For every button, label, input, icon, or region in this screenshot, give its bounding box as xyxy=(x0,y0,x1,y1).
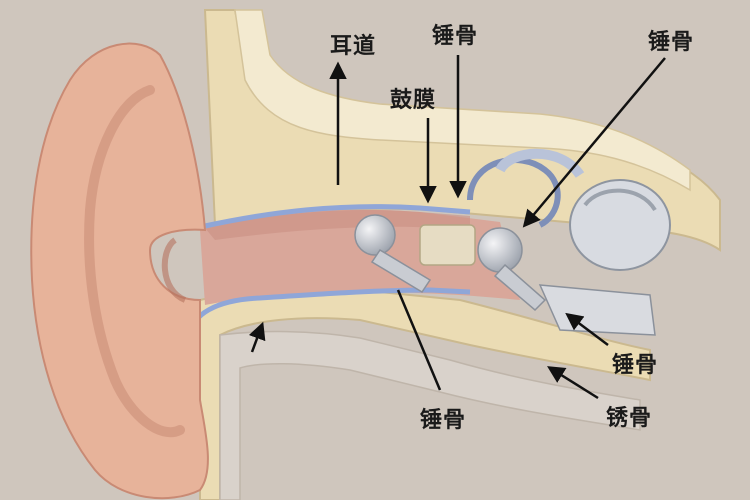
label-malleus-top-center: 锤骨 xyxy=(432,24,479,49)
arrow-malleus-top-right xyxy=(522,57,666,228)
label-malleus-top-right: 锤骨 xyxy=(648,30,695,55)
label-stapes: 锈骨 xyxy=(606,406,653,431)
concha-shadow xyxy=(161,237,187,303)
line-malleus-bottom xyxy=(396,289,442,391)
cochlea xyxy=(569,179,671,271)
incus-head xyxy=(477,227,523,273)
malleus-head xyxy=(354,214,396,256)
label-ear-canal: 耳道 xyxy=(330,34,377,59)
label-eardrum: 鼓膜 xyxy=(390,88,437,113)
label-malleus-right-middle: 锤骨 xyxy=(612,353,659,378)
arrow-small-lower xyxy=(248,321,266,353)
arrow-malleus-right-middle xyxy=(565,312,609,346)
upper-bone-inner xyxy=(234,9,691,192)
cochlea-spiral xyxy=(583,188,657,212)
incus-body xyxy=(419,224,476,266)
arrow-stapes xyxy=(547,366,599,400)
pinna-fold xyxy=(84,85,185,437)
malleus-handle xyxy=(370,248,432,294)
semicircular-canal xyxy=(467,157,561,228)
canal-lining-upper xyxy=(204,204,471,229)
stapes xyxy=(493,263,547,312)
ear-canal-shadow xyxy=(205,209,470,240)
label-malleus-bottom: 锤骨 xyxy=(420,408,467,433)
